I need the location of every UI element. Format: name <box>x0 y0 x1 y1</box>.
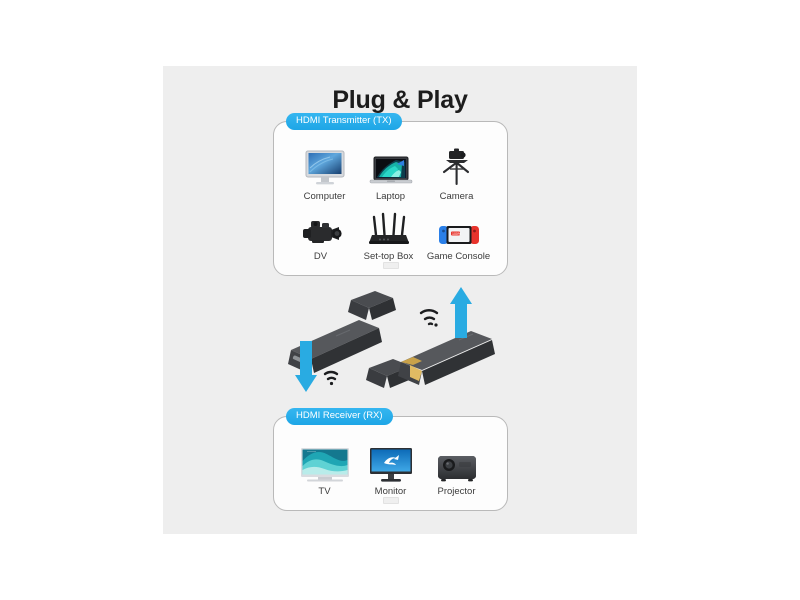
card-foot-marker <box>382 497 399 504</box>
transmitter-card: HDMI Transmitter (TX) <box>273 113 508 276</box>
device-item-computer[interactable]: Computer <box>292 148 358 202</box>
device-label: Set-top Box <box>363 251 414 262</box>
hdmi-receiver-dongle <box>398 331 495 385</box>
camera-tripod-icon <box>437 148 477 188</box>
product-panel: Plug & Play HDMI Transmitter (TX) <box>163 66 637 534</box>
device-label: Game Console <box>426 251 491 262</box>
camcorder-icon <box>298 208 344 248</box>
page-title: Plug & Play <box>332 86 468 114</box>
svg-text:100%: 100% <box>452 232 461 236</box>
device-label: Projector <box>437 486 476 497</box>
dongle-scene <box>273 278 508 418</box>
router-set-top-box-icon <box>366 208 412 248</box>
hdmi-cap-left <box>348 291 396 320</box>
arrow-up-icon <box>450 287 472 338</box>
device-label: Computer <box>303 191 346 202</box>
monitor-icon <box>368 443 414 483</box>
transmitter-device-grid: Computer <box>274 146 507 266</box>
device-label: Laptop <box>375 191 406 202</box>
receiver-device-grid: TV <box>274 441 507 501</box>
desktop-computer-icon <box>303 148 347 188</box>
device-item-projector[interactable]: Projector <box>424 443 490 497</box>
device-label: TV <box>318 486 331 497</box>
laptop-icon <box>367 148 415 188</box>
wireless-signal-icon-right <box>419 309 439 327</box>
device-item-tv[interactable]: TV <box>292 443 358 497</box>
device-item-camera[interactable]: Camera <box>424 148 490 202</box>
device-item-laptop[interactable]: Laptop <box>358 148 424 202</box>
device-item-dv[interactable]: DV <box>288 208 354 262</box>
device-item-set-top-box[interactable]: Set-top Box <box>354 208 424 262</box>
receiver-card: HDMI Receiver (RX) <box>273 408 508 511</box>
game-console-icon: 100% <box>437 208 481 248</box>
device-label: Monitor <box>374 486 407 497</box>
device-label: DV <box>313 251 328 262</box>
card-foot-marker <box>382 262 399 269</box>
television-icon <box>299 443 351 483</box>
wireless-signal-icon-left <box>323 370 339 386</box>
arrow-down-icon <box>295 341 317 392</box>
device-item-monitor[interactable]: Monitor <box>358 443 424 497</box>
device-label: Camera <box>439 191 474 202</box>
projector-icon <box>435 443 479 483</box>
transmitter-badge: HDMI Transmitter (TX) <box>286 113 402 130</box>
device-item-game-console[interactable]: 100% Game Console <box>424 208 494 262</box>
receiver-badge: HDMI Receiver (RX) <box>286 408 393 425</box>
